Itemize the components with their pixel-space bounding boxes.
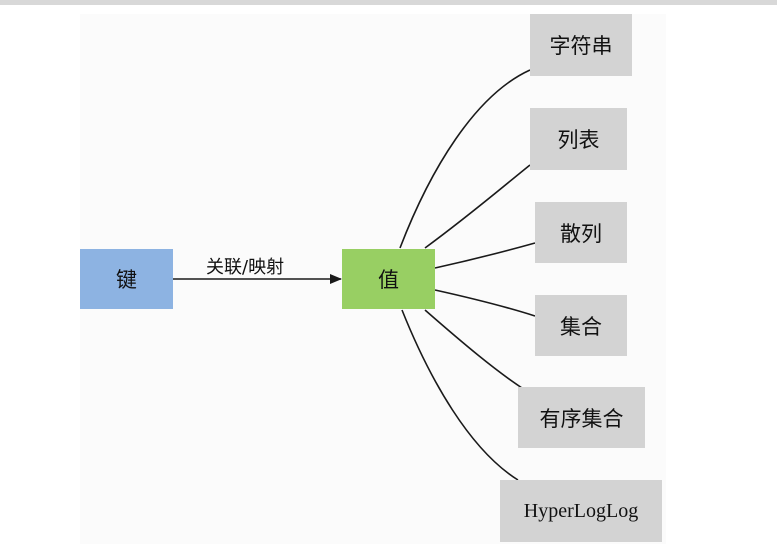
type-node-list: 列表	[530, 108, 627, 170]
edge-to-string	[399, 69, 531, 249]
type-node-hash: 散列	[535, 202, 627, 263]
type-node-hyperloglog: HyperLogLog	[500, 480, 662, 542]
type-node-label: 集合	[560, 314, 602, 339]
edge-to-hyperloglog	[401, 309, 519, 481]
value-node: 值	[342, 249, 435, 309]
type-node-set: 集合	[535, 295, 627, 356]
key-node-label: 键	[116, 268, 137, 292]
type-node-label: 字符串	[549, 34, 613, 58]
type-node-label: HyperLogLog	[523, 499, 639, 522]
top-divider	[0, 0, 777, 5]
edge-label: 关联/映射	[206, 257, 285, 278]
type-node-label: 有序集合	[539, 406, 624, 431]
type-node-string: 字符串	[530, 14, 632, 76]
edge-to-list	[424, 164, 531, 249]
type-node-sorted-set: 有序集合	[518, 387, 645, 448]
value-node-label: 值	[378, 268, 399, 292]
type-node-label: 散列	[560, 221, 602, 246]
edge-to-hash	[434, 242, 536, 269]
edge-to-set	[434, 289, 536, 317]
edge-to-sorted-set	[424, 309, 523, 389]
key-node: 键	[80, 249, 173, 309]
type-node-label: 列表	[557, 128, 600, 152]
